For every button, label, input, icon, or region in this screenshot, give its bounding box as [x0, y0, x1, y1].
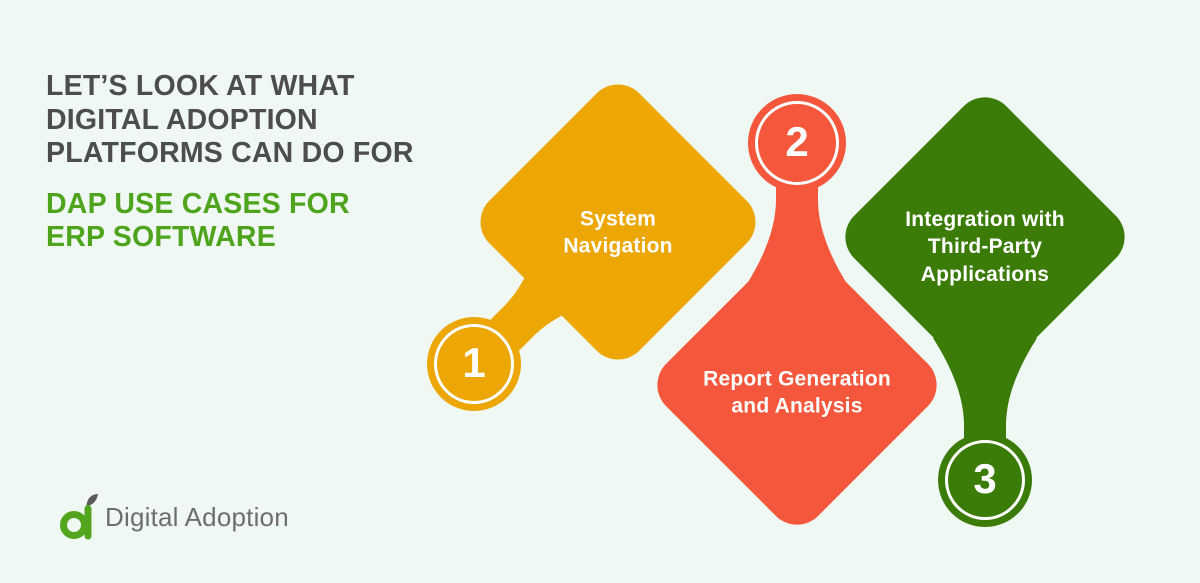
- step-number-3: 3: [973, 455, 997, 503]
- label-system-navigation: System Navigation: [563, 207, 673, 258]
- node-2-circle: [748, 94, 846, 192]
- step-number-2: 2: [785, 118, 809, 166]
- node-1-ring: [434, 324, 514, 404]
- page-title: LET’S LOOK AT WHAT DIGITAL ADOPTION PLAT…: [46, 70, 414, 169]
- node-third-party-integration: [845, 97, 1125, 527]
- node-3-ring: [945, 440, 1025, 520]
- logo-wordmark: Digital Adoption: [105, 501, 289, 532]
- node-1-diamond: [480, 84, 756, 360]
- digital-adoption-logo: Digital Adoption: [60, 494, 289, 540]
- node-3-circle: [938, 433, 1032, 527]
- node-2-diamond: [657, 245, 937, 525]
- logo-a-icon: [60, 494, 98, 540]
- logo-leaf-shape: [86, 494, 98, 506]
- node-1-circle: [427, 317, 521, 411]
- node-3-diamond: [845, 97, 1125, 377]
- step-number-1: 1: [462, 339, 486, 387]
- label-report-generation: Report Generation and Analysis: [703, 367, 891, 418]
- node-2-ring: [755, 101, 839, 185]
- node-2-stem: [745, 161, 849, 287]
- logo-a-bowl: [60, 511, 88, 539]
- node-system-navigation: [427, 84, 756, 411]
- logo-a-stem: [84, 505, 92, 540]
- node-3-stem: [933, 338, 1037, 464]
- node-report-generation: [657, 94, 937, 525]
- page-subtitle: DAP USE CASES FOR ERP SOFTWARE: [46, 188, 350, 253]
- label-third-party-integration: Integration with Third-Party Application…: [905, 208, 1065, 286]
